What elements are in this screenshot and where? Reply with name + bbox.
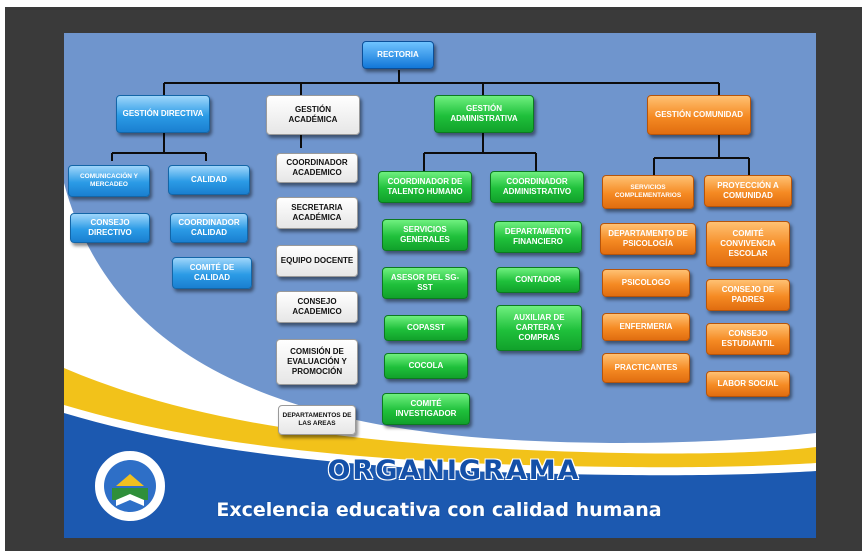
node-contador: CONTADOR: [496, 267, 580, 293]
node-servicios-complementarios: SERVICIOS COMPLEMENTARIOS: [602, 175, 694, 209]
node-calidad: CALIDAD: [168, 165, 250, 195]
node-consejo-academico: CONSEJO ACADEMICO: [276, 291, 358, 323]
node-consejo-estudiantil: CONSEJO ESTUDIANTIL: [706, 323, 790, 355]
node-cocola: COCOLA: [384, 353, 468, 379]
node-proyeccion-comunidad: PROYECCIÓN A COMUNIDAD: [704, 175, 792, 207]
background-waves: [64, 70, 816, 538]
school-logo: [93, 449, 167, 523]
node-gestion-directiva: GESTIÓN DIRECTIVA: [116, 95, 210, 133]
node-secretaria-academica: SECRETARIA ACADÉMICA: [276, 197, 358, 229]
node-auxiliar-cartera: AUXILIAR DE CARTERA Y COMPRAS: [496, 305, 582, 351]
node-consejo-directivo: CONSEJO DIRECTIVO: [70, 213, 150, 243]
node-coordinador-calidad: COORDINADOR CALIDAD: [170, 213, 248, 243]
node-practicantes: PRACTICANTES: [602, 353, 690, 383]
org-chart-slide: RECTORIA GESTIÓN DIRECTIVA GESTIÓN ACADÉ…: [64, 33, 816, 538]
node-departamento-psicologia: DEPARTAMENTO DE PSICOLOGÍA: [600, 223, 696, 255]
node-comision-evaluacion: COMISIÓN DE EVALUACIÓN Y PROMOCIÓN: [276, 339, 358, 385]
node-comite-calidad: COMITÉ DE CALIDAD: [172, 257, 252, 289]
node-comite-investigador: COMITÉ INVESTIGADOR: [382, 393, 470, 425]
node-coordinador-academico: COORDINADOR ACADEMICO: [276, 153, 358, 183]
node-gestion-administrativa: GESTIÓN ADMINISTRATIVA: [434, 95, 534, 133]
node-asesor-sgsst: ASESOR DEL SG-SST: [382, 267, 468, 299]
node-gestion-academica: GESTIÓN ACADÉMICA: [266, 95, 360, 135]
node-comunicacion-mercadeo: COMUNICACIÓN Y MERCADEO: [68, 165, 150, 197]
node-coordinador-administrativo: COORDINADOR ADMINISTRATIVO: [490, 171, 584, 203]
node-servicios-generales: SERVICIOS GENERALES: [382, 219, 468, 251]
node-equipo-docente: EQUIPO DOCENTE: [276, 245, 358, 277]
chart-title: ORGANIGRAMA: [327, 455, 581, 486]
node-rectoria: RECTORIA: [362, 41, 434, 69]
node-copasst: COPASST: [384, 315, 468, 341]
node-consejo-padres: CONSEJO DE PADRES: [706, 279, 790, 311]
node-labor-social: LABOR SOCIAL: [706, 371, 790, 397]
node-departamentos-areas: DEPARTAMENTOS DE LAS AREAS: [278, 405, 356, 435]
node-enfermeria: ENFERMERIA: [602, 313, 690, 341]
node-gestion-comunidad: GESTIÓN COMUNIDAD: [647, 95, 751, 135]
node-coordinador-talento: COORDINADOR DE TALENTO HUMANO: [378, 171, 472, 203]
chart-subtitle: Excelencia educativa con calidad humana: [216, 499, 662, 521]
node-psicologo: PSICOLOGO: [602, 269, 690, 297]
node-departamento-financiero: DEPARTAMENTO FINANCIERO: [494, 221, 582, 253]
node-comite-convivencia: COMITÉ CONVIVENCIA ESCOLAR: [706, 221, 790, 267]
